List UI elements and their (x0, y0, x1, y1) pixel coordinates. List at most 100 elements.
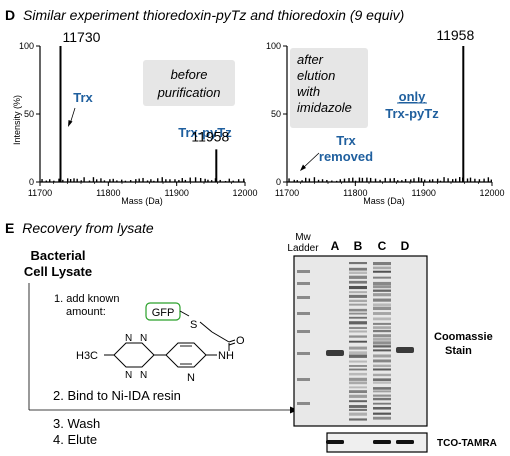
panel-d-title: Similar experiment thioredoxin-pyTz and … (23, 7, 405, 23)
trx-removed-line-2: removed (319, 149, 373, 164)
lane-b-band (349, 390, 367, 394)
y-tick-label: 100 (19, 41, 34, 51)
lane-b-band (349, 308, 367, 312)
ladder-band (297, 282, 310, 285)
panel-e-header: E Recovery from lysate (5, 220, 154, 236)
lane-c-band (373, 270, 391, 273)
lane-b-band (349, 271, 367, 275)
step2-label: 2. Bind to Ni-IDA resin (53, 388, 181, 403)
lane-c-band (373, 266, 391, 270)
lane-c-band (373, 285, 391, 289)
lane-c-band (373, 402, 391, 405)
peak-label-11958: 11958 (191, 128, 229, 144)
box-line-2: purification (157, 85, 221, 100)
lane-b-band (349, 412, 367, 416)
lane-c-band (373, 326, 391, 329)
lane-c-band (373, 407, 391, 410)
lane-b-band (349, 335, 367, 338)
panel-e-letter: E (5, 220, 15, 236)
lane-c-band (373, 312, 391, 315)
bond-c-o-2 (228, 342, 236, 346)
lane-b-band (349, 418, 367, 421)
coomassie-line-2: Stain (445, 345, 472, 357)
lane-c-band (373, 368, 391, 371)
lane-c-band (373, 394, 391, 397)
lane-b-band (349, 377, 367, 381)
lane-b-band (349, 340, 367, 343)
lane-c-band (373, 373, 391, 377)
lane-b-band (349, 262, 367, 265)
lane-c-band (373, 306, 391, 311)
tco-band-d (396, 440, 414, 444)
x-tick-label: 11700 (28, 188, 52, 198)
x-tick-label: 11700 (275, 188, 299, 198)
box2-line-3: with (297, 84, 320, 99)
ladder-line-2: Ladder (287, 243, 319, 254)
box-line-1: before (171, 67, 208, 82)
trx-arrowhead (68, 120, 73, 127)
removed-arrowhead (300, 164, 306, 171)
tz-n-3: N (125, 370, 132, 381)
lane-b-band (349, 267, 367, 271)
gel-bands (297, 262, 414, 421)
tetrazine-ring (113, 342, 155, 368)
x-tick-label: 11900 (164, 188, 188, 198)
only-label: only (399, 89, 426, 104)
bond-c-o-1 (228, 339, 236, 343)
trx-removed-line-1: Trx (336, 133, 356, 148)
lane-b-band (349, 400, 367, 403)
scheme: Bacterial Cell Lysate 1. add known amoun… (24, 248, 298, 447)
x-axis-label-2: Mass (Da) (363, 196, 405, 206)
box2-line-1: after (297, 52, 324, 67)
lane-c-band (373, 345, 391, 348)
step1-line-2: amount: (66, 306, 106, 318)
methyl-label: H3C (76, 350, 98, 362)
lane-label-c: C (378, 239, 387, 253)
lane-b-band (349, 316, 367, 319)
ladder-band (297, 402, 310, 405)
lane-b-band (349, 372, 367, 376)
panel-d-letter: D (5, 7, 16, 23)
lane-b-band (349, 405, 367, 408)
bond-s-ch2 (199, 321, 213, 333)
lane-b-band (349, 351, 367, 355)
ladder-line-1: Mw (295, 232, 311, 243)
lane-d-band (396, 347, 414, 353)
x-tick-label: 11800 (96, 188, 120, 198)
y-tick-label: 50 (271, 109, 281, 119)
lane-b-band (349, 312, 367, 315)
bond-gfp-s (179, 310, 190, 317)
gel-figure: Mw Ladder A B C D Coomassie Stain TCO-TA… (287, 232, 497, 453)
coomassie-line-1: Coomassie (434, 331, 493, 343)
lane-b-band (349, 280, 367, 284)
trx-label: Trx (73, 90, 93, 105)
lane-b-band (349, 285, 367, 290)
tco-bands (326, 440, 414, 444)
pyridine-ring (165, 342, 207, 368)
tco-band-c (373, 440, 391, 444)
before-purification-box (143, 60, 235, 106)
ladder-band (297, 352, 310, 355)
step4-label: 4. Elute (53, 432, 97, 447)
ladder-band (297, 378, 310, 381)
lane-c-band (373, 364, 391, 368)
lane-c-band (373, 317, 391, 321)
lane-c-band (373, 341, 391, 345)
ladder-band (297, 312, 310, 315)
lane-c-band (373, 381, 391, 384)
lane-b-band (349, 326, 367, 330)
lane-b-band (349, 360, 367, 363)
lane-c-band (373, 390, 391, 393)
ms-chart-before: before purification Trx Trx-pyTz Intensi… (12, 29, 258, 206)
lane-c-band (373, 322, 391, 325)
y-tick-label: 0 (276, 177, 281, 187)
lane-c-band (373, 289, 391, 292)
y-tick-label: 100 (266, 41, 281, 51)
lane-b-band (349, 303, 367, 306)
lane-c-band (373, 293, 391, 297)
box2-line-4: imidazole (297, 100, 352, 115)
y-tick-label: 50 (24, 109, 34, 119)
lane-c-band (373, 329, 391, 333)
ms-chart-after: after elution with imidazole only Trx-py… (266, 27, 505, 206)
